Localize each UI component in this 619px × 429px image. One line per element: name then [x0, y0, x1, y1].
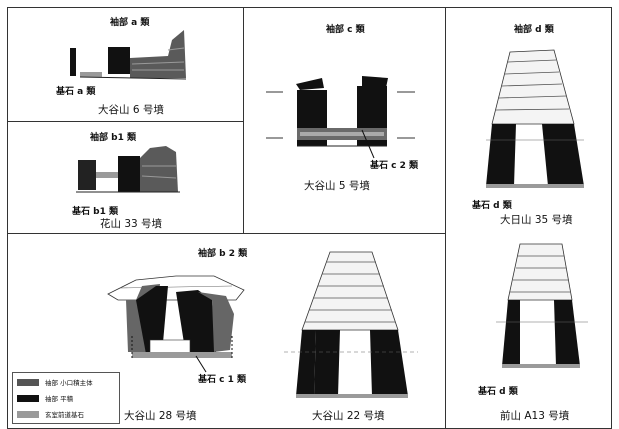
legend-item: 玄室前道基石 [17, 409, 84, 419]
drawing-ootaniyama-22 [284, 251, 418, 398]
panel-b1-type-label: 袖部 b1 類 [90, 133, 136, 143]
panel-d-caption: 大日山 35 号墳 [500, 214, 573, 226]
legend-swatch [17, 378, 39, 386]
drawing-ootaniyama-6 [70, 30, 187, 80]
panel-oy22-caption: 大谷山 22 号墳 [312, 410, 385, 422]
panel-b2-stone-label: 基石 c 1 類 [198, 375, 246, 385]
panel-c-caption: 大谷山 5 号墳 [304, 180, 370, 192]
legend-item: 袖部 小口積主体 [17, 377, 93, 387]
legend: 袖部 小口積主体 袖部 平積 玄室前道基石 [12, 372, 120, 424]
legend-label: 袖部 小口積主体 [45, 379, 93, 387]
drawing-ootaniyama-28 [107, 275, 245, 373]
panel-a-stone-label: 基石 a 類 [56, 87, 96, 97]
drawing-hanayama-33 [76, 146, 180, 193]
panel-a-caption: 大谷山 6 号墳 [98, 104, 164, 116]
panel-mae-stone-label: 基石 d 類 [478, 387, 518, 397]
panel-b2-caption: 大谷山 28 号墳 [124, 410, 197, 422]
legend-label: 玄室前道基石 [45, 411, 84, 419]
panel-b1-stone-label: 基石 b1 類 [72, 207, 118, 217]
drawing-maeyama-a13 [496, 243, 588, 368]
panel-a-type-label: 袖部 a 類 [110, 18, 150, 28]
legend-swatch [17, 394, 39, 402]
panel-d-stone-label: 基石 d 類 [472, 201, 512, 211]
legend-item: 袖部 平積 [17, 393, 73, 403]
panel-d-type-label: 袖部 d 類 [514, 25, 554, 35]
legend-label: 袖部 平積 [45, 395, 74, 403]
panel-c-stone-label: 基石 c 2 類 [370, 161, 418, 171]
panel-b1-caption: 花山 33 号墳 [100, 218, 163, 230]
panel-mae-caption: 前山 A13 号墳 [500, 410, 570, 422]
panel-c-type-label: 袖部 c 類 [326, 25, 365, 35]
drawing-dainichiyama-35 [486, 49, 584, 188]
drawing-ootaniyama-5 [266, 76, 415, 159]
panel-b2-type-label: 袖部 b 2 類 [198, 249, 248, 259]
legend-swatch [17, 410, 39, 418]
